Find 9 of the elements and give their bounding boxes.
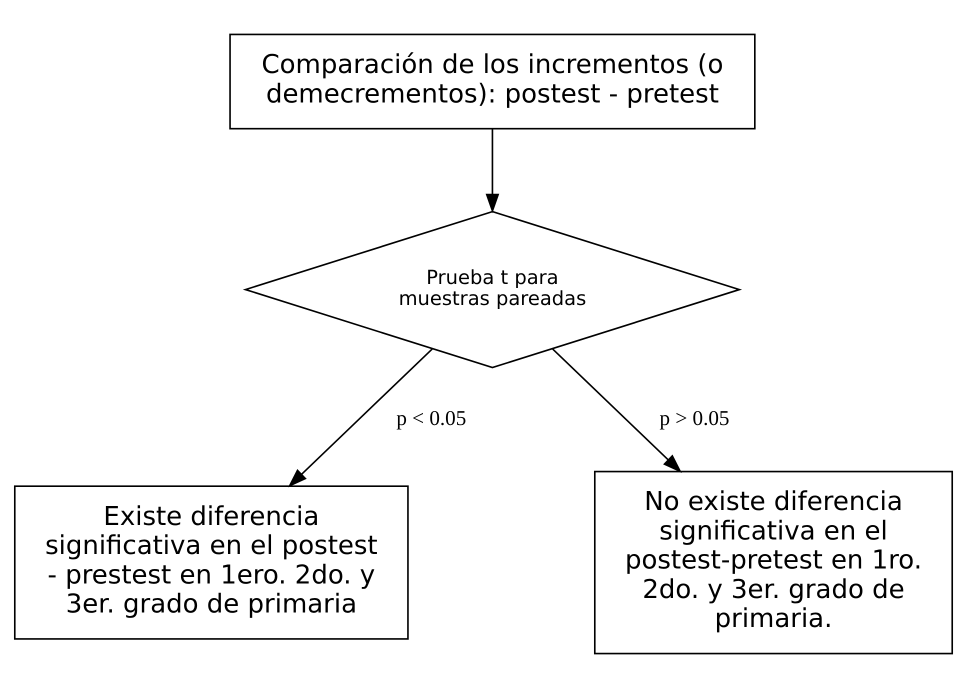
arrow (486, 129, 500, 214)
node-box: Comparación de los incrementos (o demecrementos): postest - pretest (229, 34, 756, 130)
node-diamond: Prueba t para muestras pareadas (242, 210, 742, 368)
edge-label: p < 0.05 (396, 406, 466, 430)
arrow (288, 348, 433, 488)
node-box: Existe diferencia significativa en el postest - prestest en 1ero. 2do. y 3er. grado de primaria (14, 485, 409, 640)
arrow (552, 348, 682, 473)
edge-label: p > 0.05 (660, 406, 730, 430)
node-box: No existe diferencia significativa en el postest-pretest en 1ro. 2do. y 3er. grado de primaria. (594, 470, 954, 654)
